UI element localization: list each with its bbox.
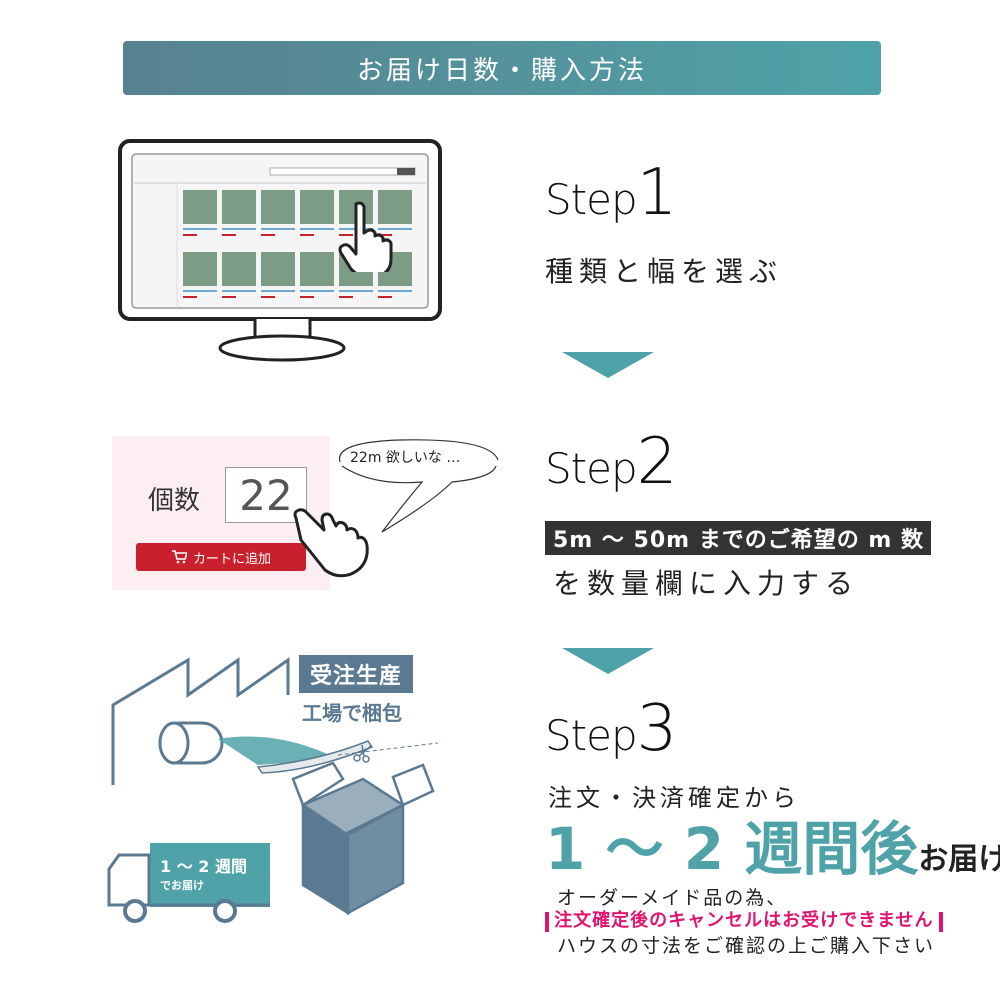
made-to-order-badge: 受注生産 (299, 655, 413, 693)
factory-packing-text: 工場で梱包 (302, 701, 402, 725)
product-thumbnail (183, 190, 217, 224)
product-price-line (183, 234, 197, 236)
product-title-line (378, 290, 412, 292)
product-title-line (222, 228, 256, 230)
step2-band-text: 5m 〜 50m までのご希望の m 数 (553, 528, 924, 553)
pointer-hand-icon (293, 508, 369, 578)
warning-bar-right (938, 911, 943, 932)
warning-bar-left (545, 911, 549, 932)
product-price-line (300, 234, 314, 236)
step2-label: を数量欄に入力する (553, 567, 860, 600)
product-title-line (183, 228, 217, 230)
step1-word: Step (545, 175, 638, 224)
step2-band: 5m 〜 50m までのご希望の m 数 (545, 521, 931, 555)
truck-text-2: でお届け (160, 879, 204, 892)
product-thumbnail (378, 190, 412, 224)
product-thumbnail (183, 252, 217, 286)
product-title-line (261, 228, 295, 230)
made-to-order-text: 受注生産 (309, 664, 402, 689)
step3-word: Step (545, 711, 638, 760)
product-title-line (183, 290, 217, 292)
product-title-line (261, 290, 295, 292)
page-header: お届け日数・購入方法 (123, 41, 881, 95)
step2-number: 2 (636, 425, 678, 499)
step3-heading: Step3 (545, 692, 677, 766)
delivery-weeks: 1 〜 2 週間後 (545, 815, 919, 883)
product-price-line (222, 234, 236, 236)
warning-text: 注文確定後のキャンセルはお受けできません (554, 910, 934, 931)
product-price-line (261, 296, 275, 298)
speech-bubble (338, 439, 499, 533)
product-thumbnail (222, 190, 256, 224)
add-to-cart-button[interactable]: カートに追加 (136, 543, 306, 571)
step1-heading: Step1 (545, 156, 677, 230)
product-title-line (300, 290, 334, 292)
product-thumbnail (300, 252, 334, 286)
product-price-line (222, 296, 236, 298)
quantity-label: 個数 (148, 486, 201, 516)
quantity-input[interactable]: 22 (225, 467, 307, 523)
product-price-line (261, 234, 275, 236)
pointer-hand-icon (338, 201, 393, 272)
step1-label: 種類と幅を選ぶ (545, 255, 784, 288)
product-thumbnail (261, 190, 295, 224)
product-price-line (378, 234, 392, 236)
product-thumbnail (261, 252, 295, 286)
page-title: お届け日数・購入方法 (356, 55, 647, 86)
product-price-line (339, 296, 353, 298)
product-title-line (339, 290, 373, 292)
truck-illustration (107, 843, 270, 923)
step3-delivery: 1 〜 2 週間後お届け (545, 802, 1000, 886)
note-line1: オーダーメイド品の為、 (557, 887, 788, 909)
down-arrow-icon (562, 352, 654, 378)
step1-number: 1 (636, 156, 678, 230)
speech-text: 22m 欲しいな … (350, 450, 461, 466)
product-thumbnail (222, 252, 256, 286)
note-line3: ハウスの寸法をご確認の上ご購入下さい (557, 935, 936, 957)
add-to-cart-label: カートに追加 (192, 551, 271, 567)
step2-heading: Step2 (545, 425, 677, 499)
product-title-line (300, 228, 334, 230)
note-warning: 注文確定後のキャンセルはお受けできません (545, 906, 943, 932)
product-price-line (339, 234, 353, 236)
step2-word: Step (545, 444, 638, 493)
down-arrow-icon (562, 648, 654, 674)
truck-text-1: 1 〜 2 週間 (160, 857, 247, 876)
delivery-suffix: お届け (918, 842, 1000, 877)
step3-line1: 注文・決済確定から (548, 784, 800, 812)
product-price-line (183, 296, 197, 298)
factory-illustration (111, 657, 438, 916)
product-title-line (378, 228, 412, 230)
product-price-line (300, 296, 314, 298)
quantity-value: 22 (239, 470, 293, 520)
scissors-icon (353, 744, 372, 763)
step3-number: 3 (636, 692, 678, 766)
product-thumbnail (300, 190, 334, 224)
product-title-line (222, 290, 256, 292)
product-price-line (378, 296, 392, 298)
cart-icon (171, 550, 187, 564)
